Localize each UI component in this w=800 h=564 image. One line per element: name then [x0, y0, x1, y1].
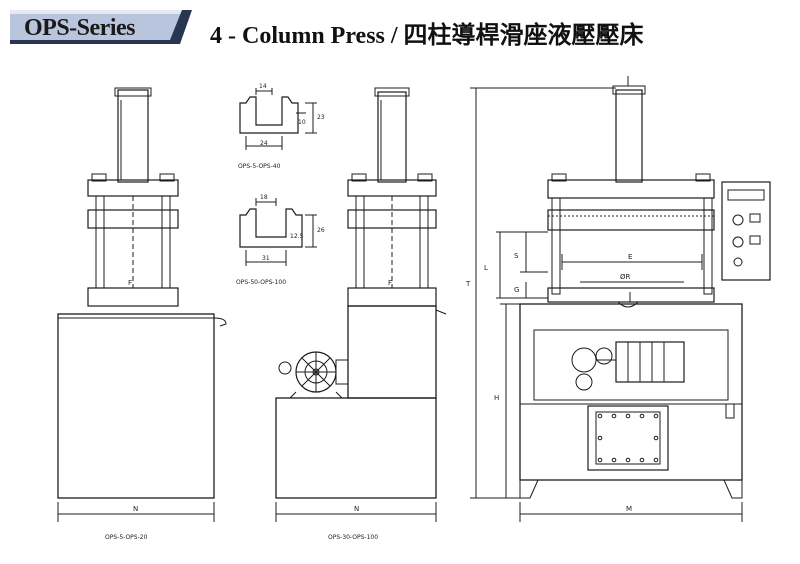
- dim-h: H: [494, 394, 499, 402]
- right-press: E ØR T: [465, 76, 771, 522]
- profile-bottom-dim-a: 18: [260, 194, 268, 201]
- middle-model-range: OPS-30-OPS-100: [328, 534, 378, 541]
- profile-bottom-dim-c: 12.5: [290, 233, 304, 240]
- profile-bottom-dim-b: 26: [317, 227, 325, 234]
- middle-stroke-label: F: [388, 279, 392, 287]
- dim-g: G: [514, 286, 519, 294]
- dim-m: M: [626, 505, 632, 513]
- left-model-range: OPS-5-OPS-20: [105, 534, 148, 541]
- left-press: F N OPS-5-OPS-20: [57, 87, 227, 541]
- page-title: 4 - Column Press / 四柱導桿滑座液壓壓床: [210, 23, 644, 49]
- dim-e: E: [628, 253, 632, 261]
- profile-top-dim-d: 24: [260, 140, 268, 147]
- dim-l: L: [484, 264, 488, 272]
- dim-r: ØR: [620, 273, 631, 281]
- profile-top: 14 23 10 24 OPS-5-OPS-40: [238, 83, 325, 170]
- profile-top-dim-c: 10: [298, 119, 306, 126]
- profile-bottom-dim-d: 31: [262, 255, 270, 262]
- middle-press: F N OPS-30-OPS-100: [275, 87, 447, 541]
- header: OPS-Series 4 - Column Press / 四柱導桿滑座液壓壓床: [10, 10, 790, 49]
- middle-width-label: N: [354, 505, 359, 513]
- left-stroke-label: F: [128, 279, 132, 287]
- profile-top-dim-b: 23: [317, 114, 325, 121]
- left-width-label: N: [133, 505, 138, 513]
- profile-top-dim-a: 14: [259, 83, 267, 90]
- profile-top-model-range: OPS-5-OPS-40: [238, 163, 281, 170]
- series-label: OPS-Series: [24, 15, 135, 41]
- profile-bottom: 18 26 12.5 31 OPS-50-OPS-100: [236, 194, 325, 286]
- dim-t: T: [465, 280, 471, 288]
- profile-bottom-model-range: OPS-50-OPS-100: [236, 279, 286, 286]
- series-tab: OPS-Series: [10, 10, 192, 44]
- dim-s: S: [514, 252, 519, 260]
